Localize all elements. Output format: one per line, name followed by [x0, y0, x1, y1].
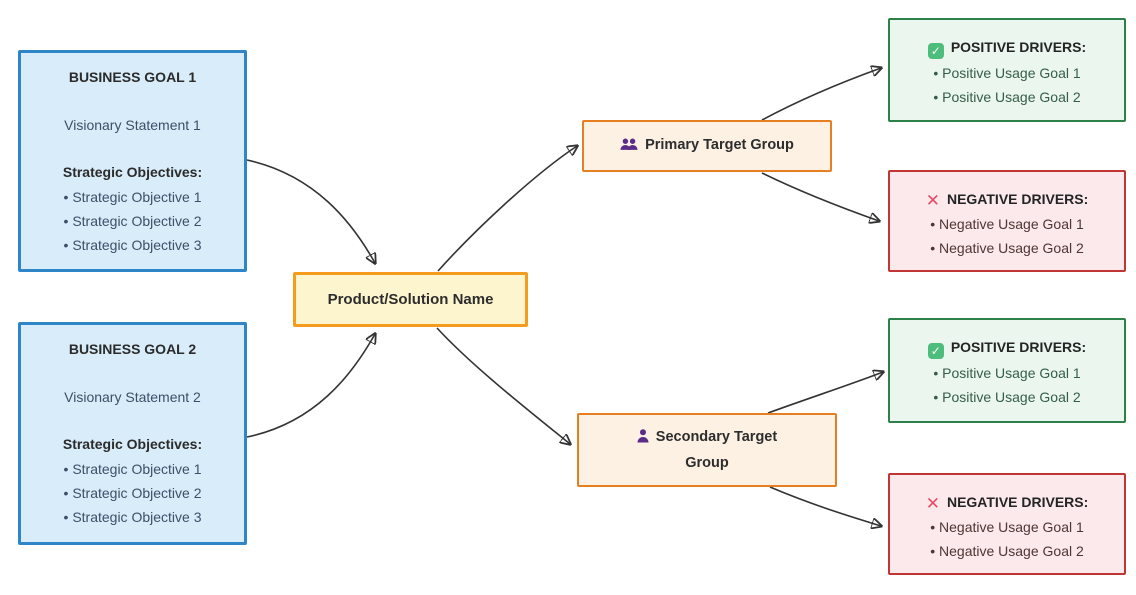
cross-icon: [926, 496, 940, 512]
drivers-title: NEGATIVE DRIVERS:: [896, 491, 1118, 513]
product-solution-node: Product/Solution Name: [293, 272, 528, 327]
check-icon: [927, 43, 944, 59]
primary-target-group-node: Primary Target Group: [582, 120, 832, 172]
objective-item: Strategic Objective 1: [29, 185, 236, 209]
edge-goal2-product: [246, 334, 375, 438]
drivers-title: POSITIVE DRIVERS:: [896, 336, 1118, 359]
check-icon: [927, 343, 944, 359]
edge-product-secondary: [436, 327, 570, 444]
product-label: Product/Solution Name: [327, 291, 494, 308]
objectives-label: Strategic Objectives:: [62, 436, 203, 452]
drivers-title-text: NEGATIVE DRIVERS:: [946, 191, 1089, 207]
edge-primary-negative: [761, 172, 879, 221]
objectives-label: Strategic Objectives:: [62, 164, 203, 180]
objective-item: Strategic Objective 2: [29, 481, 236, 505]
edge-product-primary: [437, 146, 577, 272]
objective-item: Strategic Objective 2: [29, 209, 236, 233]
usage-goal-item: Negative Usage Goal 1: [896, 515, 1118, 539]
business-goal-2-node: BUSINESS GOAL 2 Visionary Statement 2 St…: [18, 322, 247, 545]
edge-primary-positive: [761, 68, 881, 121]
usage-goal-item: Negative Usage Goal 2: [896, 236, 1118, 260]
business-goal-title: BUSINESS GOAL 2: [68, 341, 197, 357]
drivers-title-text: NEGATIVE DRIVERS:: [946, 494, 1089, 510]
drivers-title-text: POSITIVE DRIVERS:: [950, 39, 1087, 55]
positive-drivers-secondary-node: POSITIVE DRIVERS: Positive Usage Goal 1 …: [888, 318, 1126, 423]
edge-goal1-product: [246, 159, 375, 263]
usage-goal-item: Positive Usage Goal 2: [896, 85, 1118, 109]
cross-icon: [926, 193, 940, 209]
users-icon: [620, 135, 638, 159]
objective-item: Strategic Objective 1: [29, 457, 236, 481]
visionary-statement: Visionary Statement 1: [64, 117, 201, 133]
drivers-title-text: POSITIVE DRIVERS:: [950, 339, 1087, 355]
secondary-target-group-node: Secondary Target Group: [577, 413, 837, 487]
usage-goal-item: Positive Usage Goal 1: [896, 361, 1118, 385]
negative-drivers-secondary-node: NEGATIVE DRIVERS: Negative Usage Goal 1 …: [888, 473, 1126, 575]
user-icon: [637, 427, 649, 451]
usage-goal-item: Positive Usage Goal 2: [896, 385, 1118, 409]
edge-secondary-positive: [767, 372, 883, 414]
business-goal-1-node: BUSINESS GOAL 1 Visionary Statement 1 St…: [18, 50, 247, 272]
usage-goal-item: Negative Usage Goal 2: [896, 539, 1118, 563]
drivers-title: POSITIVE DRIVERS:: [896, 36, 1118, 59]
target-group-label: Secondary Target Group: [655, 429, 778, 471]
objective-item: Strategic Objective 3: [29, 233, 236, 257]
usage-goal-item: Positive Usage Goal 1: [896, 61, 1118, 85]
drivers-title: NEGATIVE DRIVERS:: [896, 188, 1118, 210]
edge-secondary-negative: [769, 486, 881, 526]
business-goal-title: BUSINESS GOAL 1: [68, 69, 197, 85]
target-group-label: Primary Target Group: [645, 137, 794, 153]
visionary-statement: Visionary Statement 2: [64, 389, 201, 405]
usage-goal-item: Negative Usage Goal 1: [896, 212, 1118, 236]
positive-drivers-primary-node: POSITIVE DRIVERS: Positive Usage Goal 1 …: [888, 18, 1126, 122]
negative-drivers-primary-node: NEGATIVE DRIVERS: Negative Usage Goal 1 …: [888, 170, 1126, 272]
objective-item: Strategic Objective 3: [29, 505, 236, 529]
